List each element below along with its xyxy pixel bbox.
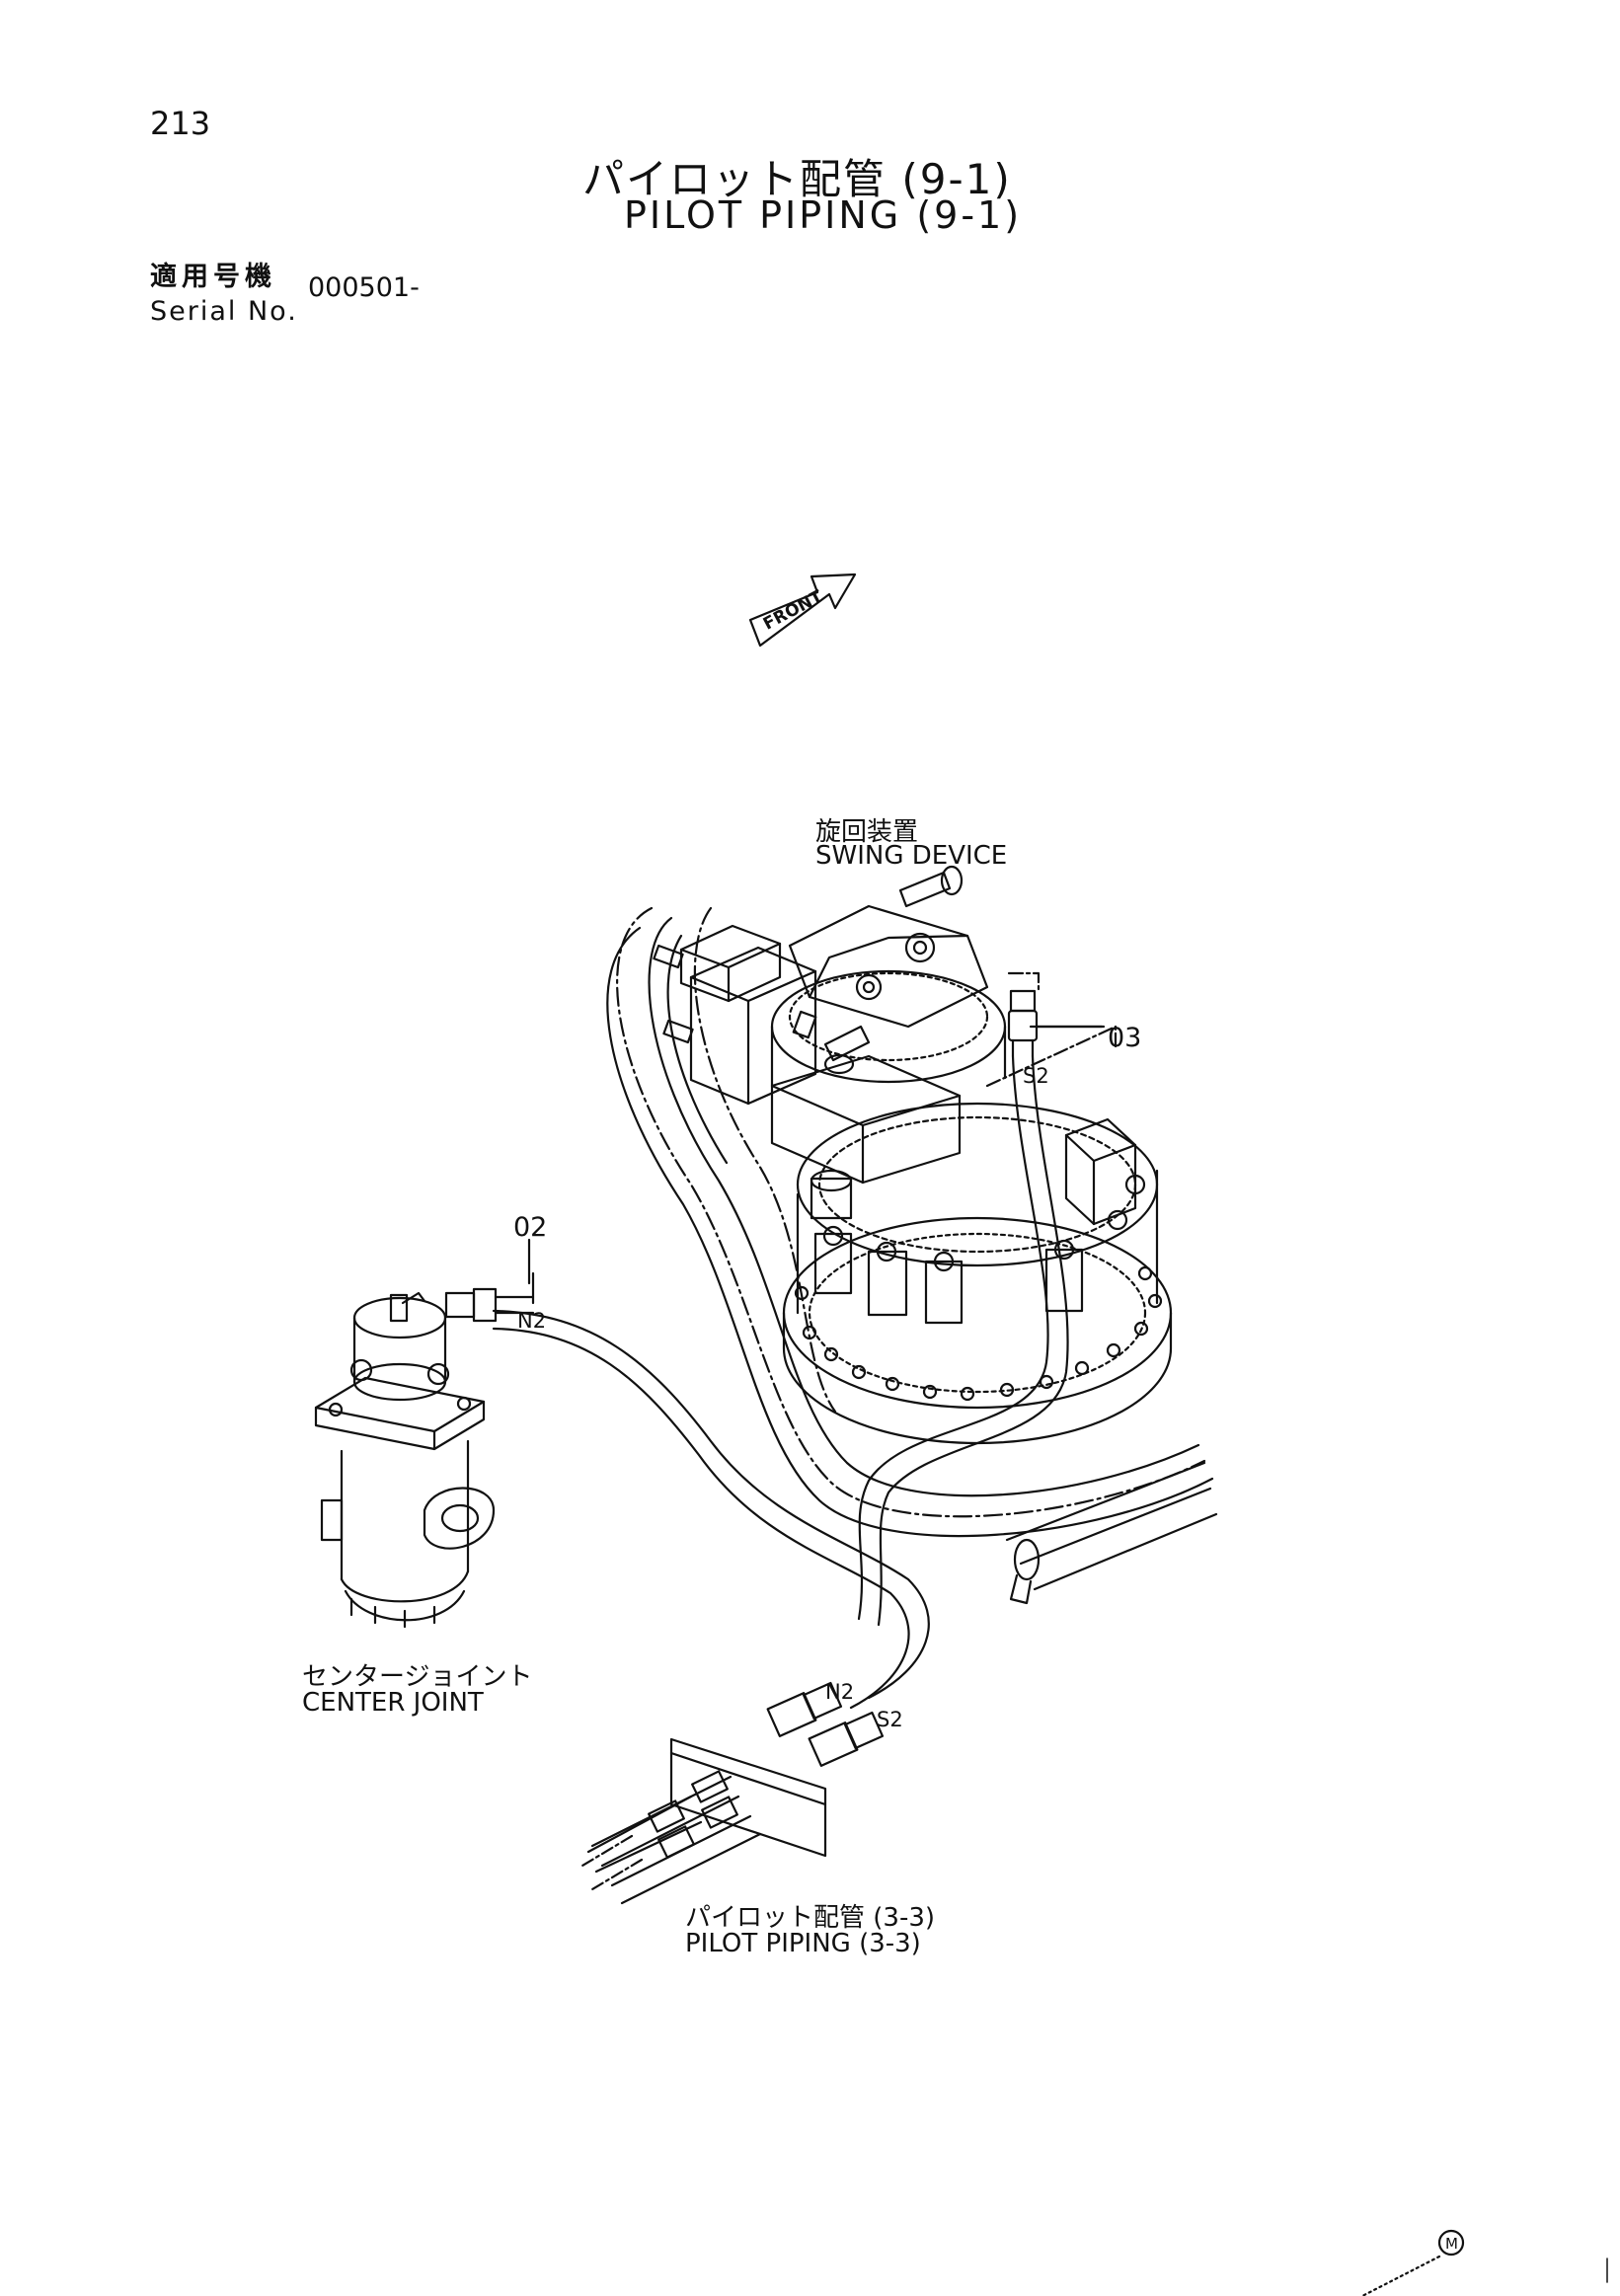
pilot-piping-ref-label-japanese: パイロット配管 (3-3) (685, 1903, 936, 1933)
pilot-piping-lower-connections (580, 1681, 885, 1905)
front-arrow-text: FRONT (760, 586, 826, 634)
swing-device-label-english: SWING DEVICE (815, 841, 1008, 871)
serial-number-value: 000501- (308, 272, 420, 303)
serial-label-english: Serial No. (150, 296, 298, 327)
page-number: 213 (150, 105, 211, 142)
corner-m-mark-icon: M (1360, 2229, 1465, 2296)
callout-part-02: 02 (513, 1212, 548, 1243)
pilot-pipe-bundle (606, 906, 1218, 1605)
swing-device-label-japanese: 旋回装置 (815, 817, 919, 847)
center-joint-label-japanese: センタージョイント (302, 1662, 533, 1692)
corner-mark-text: M (1445, 2235, 1458, 2253)
pilot-piping-ref-label-english: PILOT PIPING (3-3) (685, 1929, 921, 1958)
port-label-s2-lower: S2 (877, 1708, 903, 1731)
hose-s2 (857, 989, 1106, 1627)
center-joint-drawing (314, 1287, 535, 1629)
page-title-japanese: パイロット配管 (9-1) (582, 155, 1012, 203)
center-joint-label-english: CENTER JOINT (302, 1688, 484, 1718)
page-title-english: PILOT PIPING (9-1) (624, 193, 1023, 237)
swing-device-drawing (653, 865, 1173, 1445)
front-arrow-icon: FRONT (748, 573, 857, 648)
callout-part-03: 03 (1108, 1023, 1142, 1053)
serial-label-japanese: 適用号機 (150, 262, 276, 292)
